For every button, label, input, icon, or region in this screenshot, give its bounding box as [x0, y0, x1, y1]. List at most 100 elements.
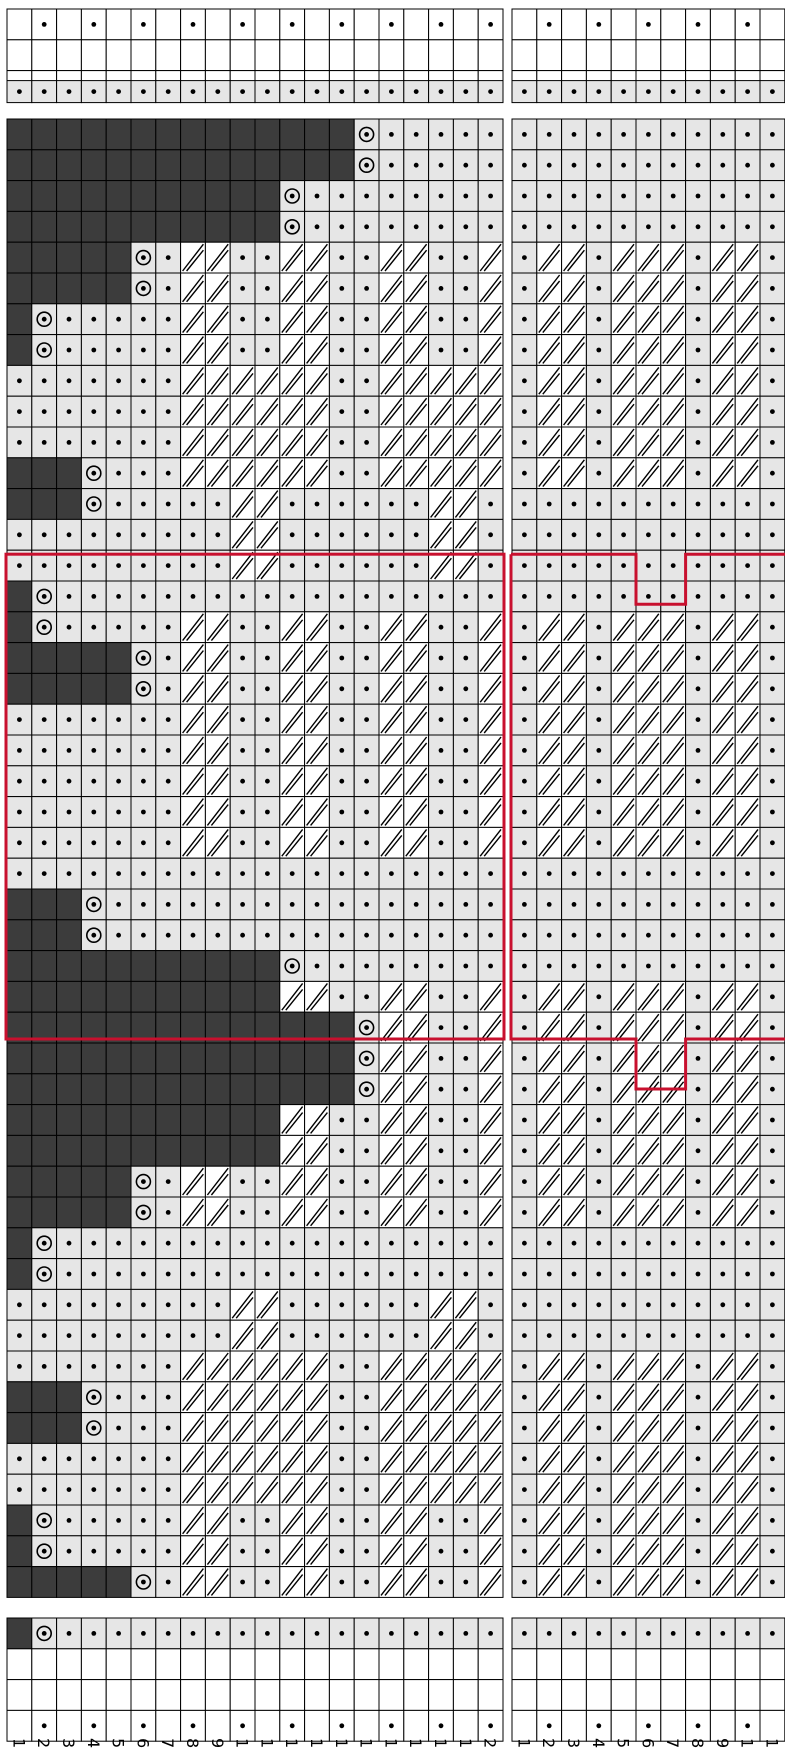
- chart-cell: [255, 981, 280, 1012]
- chart-cell: [636, 1680, 661, 1711]
- chart-cell: [106, 1166, 131, 1197]
- purl-mark: [439, 1723, 444, 1728]
- purl-mark: [646, 163, 651, 168]
- purl-mark: [770, 1025, 775, 1030]
- purl-mark: [488, 1631, 493, 1636]
- chart-cell: [7, 1166, 32, 1197]
- column-label: 11: [762, 1738, 781, 1748]
- purl-mark: [439, 871, 444, 876]
- chart-cell: [106, 1197, 131, 1228]
- purl-mark: [596, 933, 601, 938]
- chart-cell: [280, 119, 305, 150]
- purl-mark: [116, 409, 121, 414]
- purl-mark: [522, 163, 527, 168]
- purl-mark: [389, 933, 394, 938]
- purl-mark: [414, 1631, 419, 1636]
- purl-mark: [191, 22, 196, 27]
- purl-mark: [339, 1518, 344, 1523]
- purl-mark: [646, 902, 651, 907]
- purl-mark: [671, 132, 676, 137]
- purl-mark: [339, 1302, 344, 1307]
- purl-mark: [141, 1426, 146, 1431]
- purl-mark: [339, 994, 344, 999]
- chart-cell: [106, 1135, 131, 1166]
- purl-mark: [166, 717, 171, 722]
- chart-cell: [57, 643, 82, 674]
- chart-cell: [7, 1567, 32, 1598]
- purl-mark: [439, 224, 444, 229]
- chart-cell: [106, 1074, 131, 1105]
- twisted-stitch-dot: [91, 1426, 96, 1431]
- purl-mark: [166, 563, 171, 568]
- purl-mark: [116, 502, 121, 507]
- chart-cell: [57, 1567, 82, 1598]
- purl-mark: [439, 994, 444, 999]
- purl-mark: [621, 194, 626, 199]
- purl-mark: [339, 502, 344, 507]
- column-label: 1: [514, 1738, 533, 1748]
- purl-mark: [265, 1272, 270, 1277]
- purl-mark: [290, 902, 295, 907]
- chart-cell: [7, 951, 32, 982]
- purl-mark: [770, 656, 775, 661]
- chart-cell: [81, 673, 106, 704]
- purl-mark: [339, 840, 344, 845]
- purl-mark: [364, 1179, 369, 1184]
- purl-mark: [522, 1210, 527, 1215]
- chart-cell: [280, 1649, 305, 1680]
- purl-mark: [191, 1241, 196, 1246]
- purl-mark: [720, 933, 725, 938]
- purl-mark: [67, 1364, 72, 1369]
- purl-mark: [42, 378, 47, 383]
- purl-mark: [17, 717, 22, 722]
- chart-cell: [255, 211, 280, 242]
- purl-mark: [547, 594, 552, 599]
- column-label: 1: [9, 1738, 28, 1748]
- purl-mark: [696, 686, 701, 691]
- chart-cell: [106, 1649, 131, 1680]
- purl-mark: [339, 1272, 344, 1277]
- purl-mark: [339, 22, 344, 27]
- purl-mark: [141, 625, 146, 630]
- chart-cell: [429, 1680, 454, 1711]
- purl-mark: [265, 1210, 270, 1215]
- purl-mark: [315, 532, 320, 537]
- purl-mark: [439, 686, 444, 691]
- purl-mark: [696, 286, 701, 291]
- purl-mark: [265, 902, 270, 907]
- purl-mark: [463, 1087, 468, 1092]
- purl-mark: [572, 1302, 577, 1307]
- chart-cell: [562, 9, 587, 40]
- purl-mark: [389, 871, 394, 876]
- purl-mark: [339, 1426, 344, 1431]
- purl-mark: [116, 1631, 121, 1636]
- purl-mark: [463, 255, 468, 260]
- purl-mark: [166, 656, 171, 661]
- chart-cell: [57, 1649, 82, 1680]
- purl-mark: [91, 810, 96, 815]
- purl-mark: [522, 132, 527, 137]
- chart-cell: [106, 40, 131, 71]
- purl-mark: [696, 348, 701, 353]
- chart-cell: [32, 951, 57, 982]
- purl-mark: [696, 224, 701, 229]
- chart-cell: [205, 211, 230, 242]
- purl-mark: [141, 840, 146, 845]
- chart-cell: [131, 1649, 156, 1680]
- purl-mark: [596, 1487, 601, 1492]
- purl-mark: [91, 1364, 96, 1369]
- chart-cell: [255, 181, 280, 212]
- chart-cell: [32, 1197, 57, 1228]
- chart-cell: [255, 1043, 280, 1074]
- purl-mark: [671, 1272, 676, 1277]
- purl-mark: [439, 625, 444, 630]
- chart-cell: [156, 9, 181, 40]
- purl-mark: [67, 563, 72, 568]
- purl-mark: [463, 840, 468, 845]
- purl-mark: [91, 89, 96, 94]
- purl-mark: [166, 933, 171, 938]
- purl-mark: [265, 255, 270, 260]
- purl-mark: [696, 902, 701, 907]
- purl-mark: [339, 89, 344, 94]
- column-label: 4: [84, 1738, 103, 1748]
